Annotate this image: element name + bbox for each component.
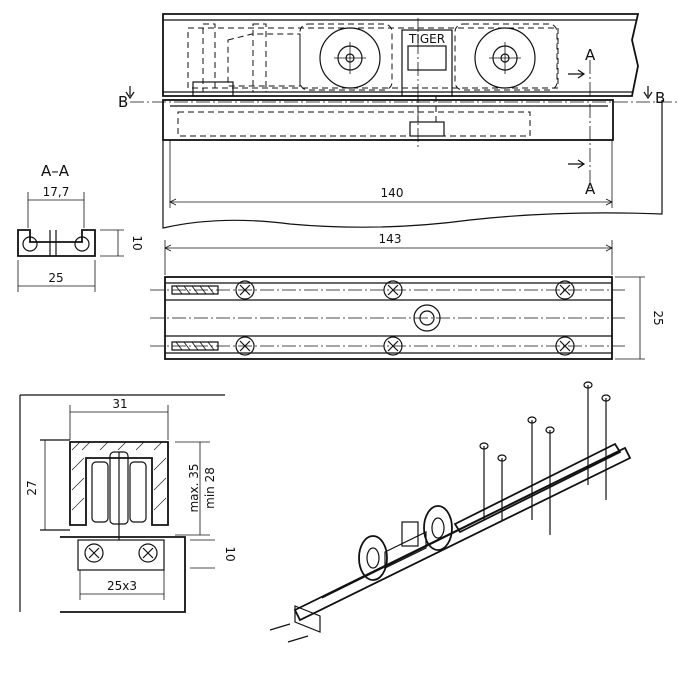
section-mark-a-bottom: A <box>585 180 596 198</box>
dim-length-140: 140 <box>381 186 404 200</box>
section-mark-b-left: B <box>118 93 128 111</box>
screw-heads <box>235 280 575 356</box>
dim-profile-width: 31 <box>112 397 127 411</box>
dim-door-min: min 28 <box>203 467 217 509</box>
section-mark-b-right: B <box>655 89 665 107</box>
dim-profile-height: 27 <box>25 480 39 495</box>
wheel-right <box>474 27 536 89</box>
profile-section: 31 27 max. 35 min 28 10 <box>19 394 237 613</box>
elevation-view: TIGER B B A A 140 <box>118 13 680 229</box>
isometric-assembly <box>269 381 632 643</box>
section-aa: A–A 17,7 10 25 <box>17 162 144 292</box>
dim-aa-height: 10 <box>130 235 144 250</box>
section-aa-title: A–A <box>41 162 70 180</box>
section-mark-a-top: A <box>585 46 596 64</box>
brand-label: TIGER <box>408 32 445 46</box>
dim-door-max: max. 35 <box>187 463 201 512</box>
dim-aa-inner: 17,7 <box>43 185 70 199</box>
plan-view: 143 25 <box>150 232 665 360</box>
dim-width-25: 25 <box>651 310 665 325</box>
carriage-wheels <box>358 505 453 581</box>
dim-screw-spacing: 25x3 <box>107 579 137 593</box>
screws <box>269 381 611 643</box>
wheel-left <box>319 27 381 89</box>
dim-aa-width: 25 <box>48 271 63 285</box>
dim-length-143: 143 <box>379 232 402 246</box>
dim-bracket-height: 10 <box>223 546 237 561</box>
